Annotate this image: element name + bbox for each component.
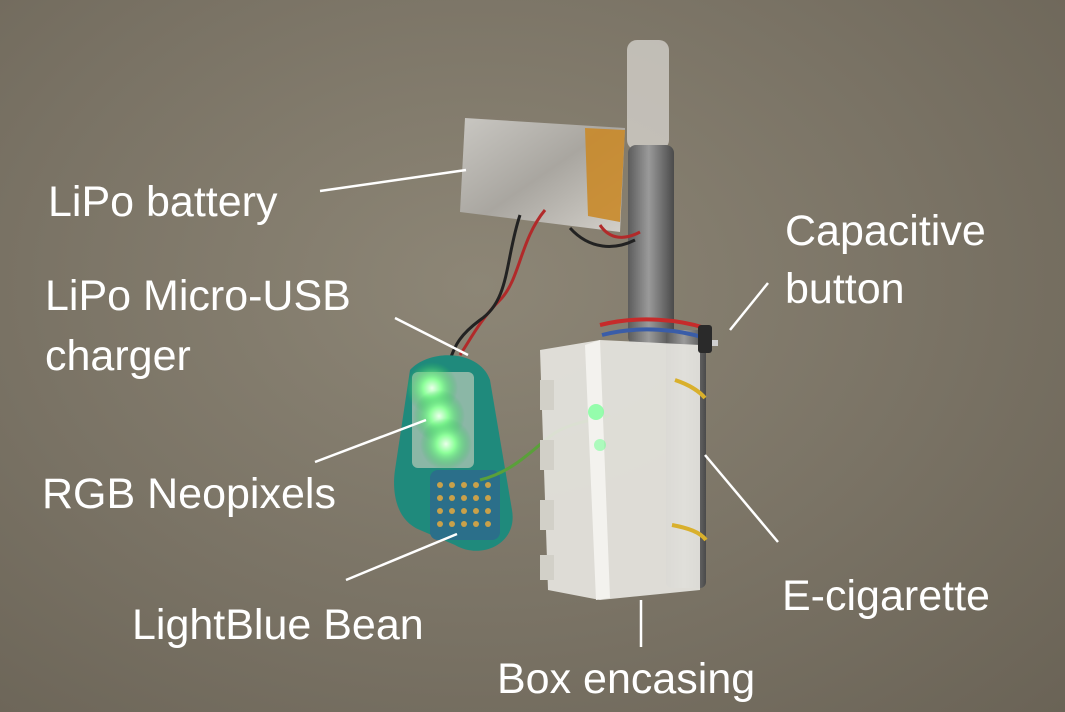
box-encasing: [540, 340, 700, 600]
label-capacitive-line1: Capacitive: [785, 207, 986, 255]
label-box-encasing: Box encasing: [497, 655, 756, 703]
label-lipo-battery: LiPo battery: [48, 178, 278, 226]
leader-line-battery: [319, 168, 467, 193]
lipo-battery-pack: [460, 118, 625, 232]
label-lipo-charger-line1: LiPo Micro-USB: [45, 272, 351, 320]
battery-wires: [448, 209, 641, 361]
label-lipo-charger-line2: charger: [45, 332, 191, 380]
bands: [599, 317, 708, 542]
leader-lines: [314, 168, 779, 647]
leader-line-neopixels: [314, 418, 427, 464]
leader-line-capacitive: [729, 282, 769, 331]
leader-line-charger: [394, 316, 469, 357]
neopixel-leds: [406, 362, 472, 470]
label-rgb-neopixels: RGB Neopixels: [42, 470, 336, 518]
capacitive-button-device: [698, 325, 718, 353]
label-ecigarette: E-cigarette: [782, 572, 990, 620]
label-capacitive-line2: button: [785, 265, 905, 313]
mouthpiece: [627, 40, 669, 150]
label-lightblue-bean: LightBlue Bean: [132, 601, 424, 649]
leader-line-ecigarette: [704, 454, 779, 543]
leader-line-bean: [345, 532, 458, 582]
